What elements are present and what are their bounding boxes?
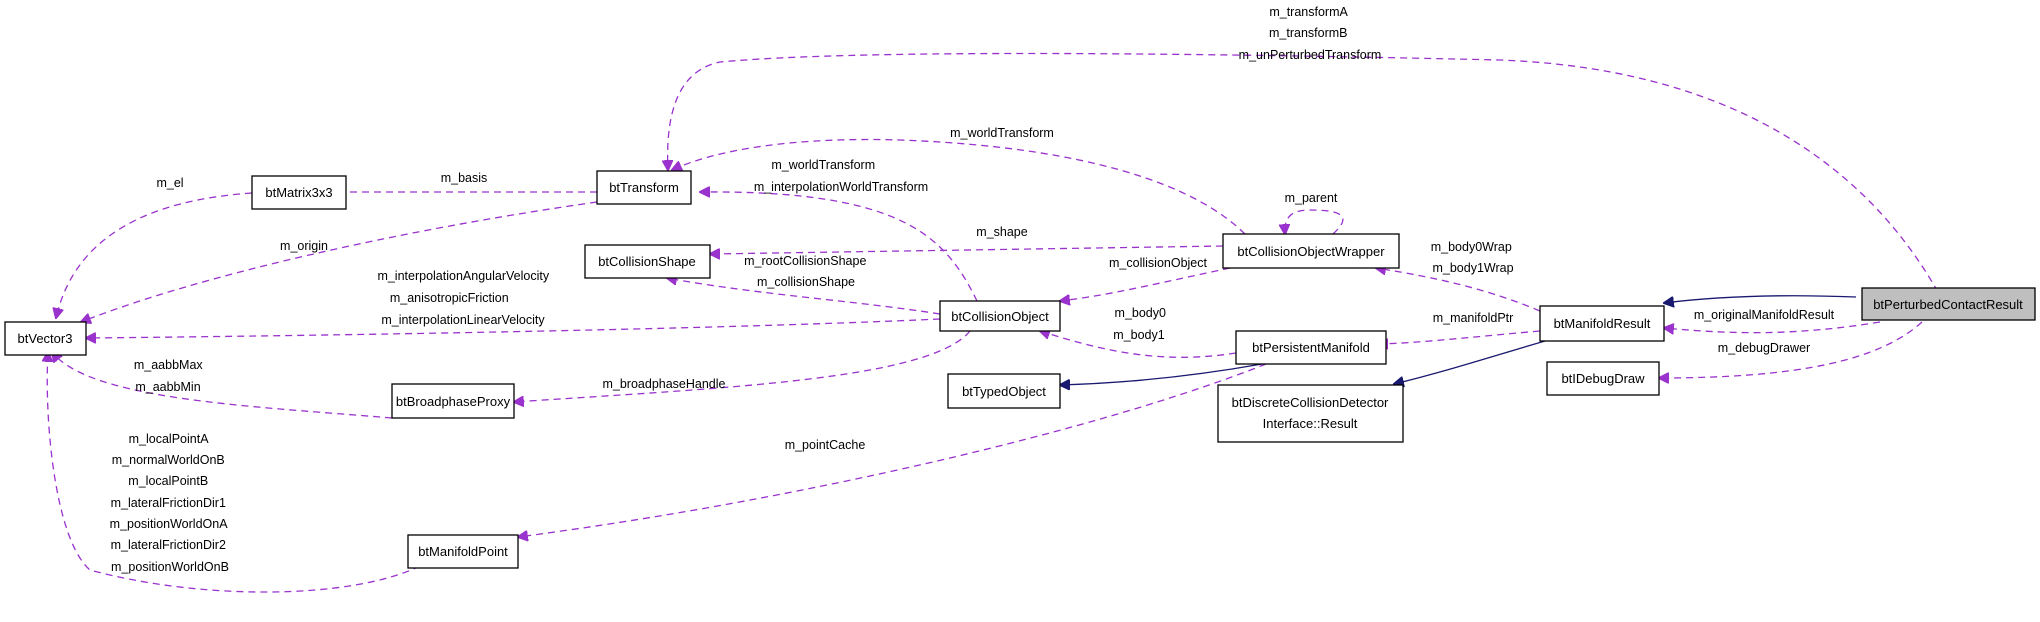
- label-matrix-to-vector: m_el: [156, 176, 183, 190]
- label-wrapper-self: m_parent: [1285, 191, 1338, 205]
- node-btPerturbedContactResult[interactable]: btPerturbedContactResult: [1861, 287, 2036, 321]
- edge-pcr-inherits-result: [1664, 295, 1857, 303]
- node-btIDebugDraw[interactable]: btIDebugDraw: [1546, 361, 1660, 396]
- edge-wrapper-to-shape: [710, 245, 1224, 254]
- node-label: btCollisionObjectWrapper: [1237, 244, 1385, 259]
- edge-manifold-to-point: [518, 363, 1267, 537]
- node-btManifoldPoint[interactable]: btManifoldPoint: [407, 534, 519, 569]
- node-label: btPerturbedContactResult: [1873, 297, 2023, 312]
- label-pcr-to-transform: m_transformA m_transformB m_unPerturbedT…: [1239, 5, 1382, 62]
- edge-object-to-vector: [86, 318, 941, 338]
- edge-result-to-manifold: [1378, 330, 1541, 344]
- label-object-to-vector: m_interpolationAngularVelocity m_anisotr…: [377, 269, 552, 327]
- label-object-to-proxy: m_broadphaseHandle: [602, 377, 725, 391]
- label-point-to-vector: m_localPointA m_normalWorldOnB m_localPo…: [110, 432, 231, 574]
- edge-object-to-transform: [700, 192, 978, 302]
- node-label: btTypedObject: [962, 384, 1046, 399]
- edge-transform-to-vector: [81, 201, 598, 322]
- edge-matrix-to-vector: [56, 192, 253, 318]
- node-label: btPersistentManifold: [1252, 340, 1370, 355]
- node-label: btManifoldPoint: [418, 544, 508, 559]
- node-label: btTransform: [609, 180, 679, 195]
- edge-result-to-wrapper: [1376, 268, 1541, 312]
- edge-wrapper-to-object: [1060, 267, 1231, 301]
- edge-pcr-to-result: [1664, 321, 1881, 333]
- label-result-to-manifold: m_manifoldPtr: [1433, 311, 1514, 325]
- label-pcr-to-debugdraw: m_debugDrawer: [1718, 341, 1810, 355]
- node-btTransform[interactable]: btTransform: [596, 170, 692, 205]
- node-btTypedObject[interactable]: btTypedObject: [947, 373, 1061, 409]
- label-manifold-to-object: m_body0 m_body1: [1113, 306, 1169, 342]
- label-object-to-transform: m_worldTransform m_interpolationWorldTra…: [754, 158, 928, 194]
- node-btCollisionShape[interactable]: btCollisionShape: [584, 244, 711, 279]
- node-btCollisionObjectWrapper[interactable]: btCollisionObjectWrapper: [1222, 233, 1400, 269]
- node-btCollisionObject[interactable]: btCollisionObject: [939, 300, 1061, 332]
- edge-labels: m_transformA m_transformB m_unPerturbedT…: [110, 5, 1835, 574]
- edge-object-to-proxy: [514, 330, 971, 402]
- node-label: btDiscreteCollisionDetector: [1232, 395, 1389, 410]
- label-wrapper-to-transform: m_worldTransform: [950, 126, 1054, 140]
- edge-manifold-to-object: [1040, 331, 1237, 358]
- node-label: btMatrix3x3: [265, 185, 332, 200]
- node-label: btCollisionShape: [598, 254, 696, 269]
- node-btDiscreteCollisionDetectorInterfaceResult[interactable]: btDiscreteCollisionDetector Interface::R…: [1217, 384, 1404, 443]
- label-transform-to-matrix: m_basis: [441, 171, 488, 185]
- edge-manifold-inherits-typed: [1060, 363, 1263, 385]
- edge-point-to-vector: [47, 352, 421, 593]
- node-btBroadphaseProxy[interactable]: btBroadphaseProxy: [391, 383, 515, 419]
- node-label: btManifoldResult: [1554, 316, 1651, 331]
- node-btManifoldResult[interactable]: btManifoldResult: [1539, 305, 1665, 342]
- node-label: btIDebugDraw: [1561, 371, 1645, 386]
- label-result-to-wrapper: m_body0Wrap m_body1Wrap: [1431, 240, 1516, 275]
- label-transform-to-vector: m_origin: [280, 239, 328, 253]
- edge-proxy-to-vector: [52, 352, 393, 419]
- node-label: btCollisionObject: [951, 309, 1049, 324]
- nodes: btPerturbedContactResult btManifoldResul…: [4, 170, 2036, 569]
- edge-wrapper-to-transform: [672, 138, 1246, 235]
- edge-result-inherits-discrete: [1394, 340, 1546, 384]
- edge-wrapper-self: [1285, 209, 1344, 234]
- edge-object-to-shape: [667, 278, 941, 315]
- label-wrapper-to-shape: m_shape: [976, 225, 1027, 239]
- edges: [47, 52, 1939, 593]
- node-label: Interface::Result: [1263, 416, 1358, 431]
- node-label: btVector3: [18, 331, 73, 346]
- node-label: btBroadphaseProxy: [396, 394, 511, 409]
- label-wrapper-to-object: m_collisionObject: [1109, 256, 1207, 270]
- label-proxy-to-vector: m_aabbMax m_aabbMin: [134, 358, 206, 394]
- node-btMatrix3x3[interactable]: btMatrix3x3: [251, 175, 347, 210]
- node-btVector3[interactable]: btVector3: [4, 321, 87, 356]
- label-object-to-shape: m_rootCollisionShape m_collisionShape: [744, 254, 870, 289]
- label-manifold-to-point: m_pointCache: [785, 438, 866, 452]
- node-btPersistentManifold[interactable]: btPersistentManifold: [1235, 330, 1387, 365]
- edge-pcr-to-transform: [668, 52, 1939, 293]
- label-pcr-to-result: m_originalManifoldResult: [1694, 308, 1835, 322]
